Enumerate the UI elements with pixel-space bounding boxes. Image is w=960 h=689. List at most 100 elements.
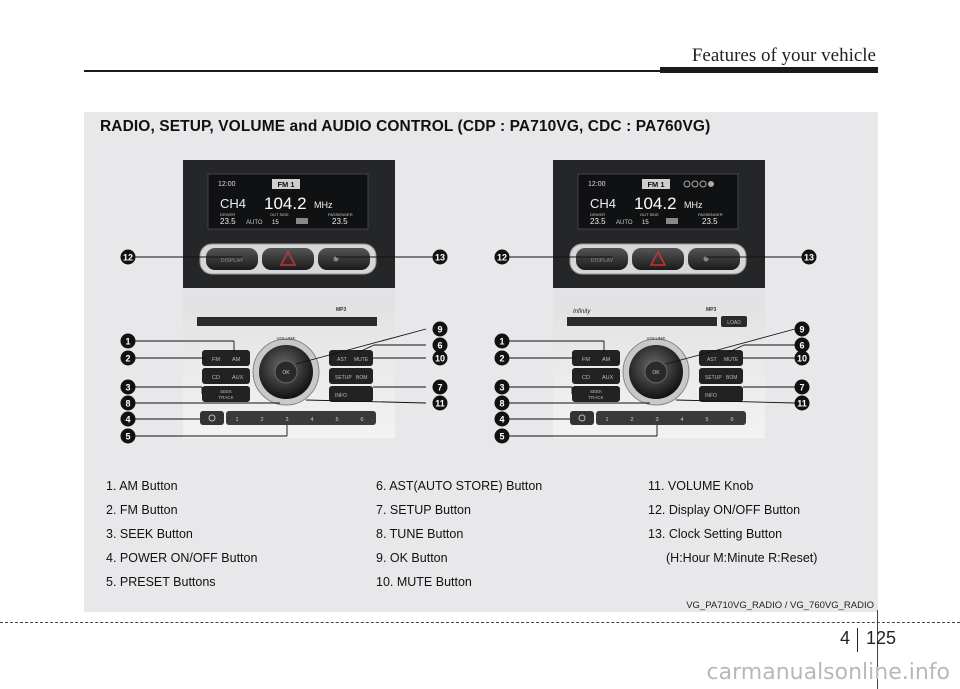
legend-item: 6. AST(AUTO STORE) Button [376,479,543,493]
left-am-label: AM [232,357,241,363]
left-preset-1[interactable]: 1 [235,417,238,423]
left-preset-4[interactable]: 4 [310,417,313,423]
radio-figure: 12:00 FM 1 CH4 104.2 MHz DRIVER 23.5 AUT… [120,160,817,444]
right-signal-icon [666,218,678,224]
right-preset-buttons: 1 2 3 4 5 6 [596,411,746,425]
left-display-label: DISPLAY [221,258,244,264]
callout-11: 11 [435,399,445,409]
right-ok-button[interactable] [644,360,668,384]
left-track-label: TRACK [218,395,233,400]
legend-item: 3. SEEK Button [106,527,193,541]
right-preset-1[interactable]: 1 [605,417,608,423]
callout-9: 9 [437,325,442,335]
header-rule-thick [660,67,878,73]
right-driver-label: DRIVER [590,212,605,217]
right-brand-logo: Infinity [573,309,591,315]
right-hazard-button[interactable] [632,248,684,270]
legend-item: 13. Clock Setting Button [648,527,783,541]
right-preset-4[interactable]: 4 [680,417,683,423]
callout-7: 7 [799,383,804,393]
figure-caption: VG_PA710VG_RADIO / VG_760VG_RADIO [686,600,874,611]
left-freq-unit: MHz [314,200,333,210]
right-frequency: 104.2 [634,194,677,213]
right-load-button[interactable] [721,316,747,327]
callout-12: 12 [497,253,507,263]
left-ok-button[interactable] [274,360,298,384]
callout-1: 1 [125,337,130,347]
right-driver-temp: 23.5 [590,217,606,226]
legend-item: 12. Display ON/OFF Button [648,503,801,517]
right-ast-mute-button[interactable] [699,350,743,366]
callout-2: 2 [499,354,504,364]
right-preset-6[interactable]: 6 [730,417,733,423]
right-cd-aux-button[interactable] [572,368,620,384]
legend-item: 11. VOLUME Knob [648,479,754,493]
legend-item-note: (H:Hour M:Minute R:Reset) [666,551,818,565]
callout-5: 5 [125,432,130,442]
right-info-label: INFO [705,393,717,399]
left-preset-buttons: 1 2 3 4 5 6 [226,411,376,425]
left-setup-label: SETUP [335,375,352,381]
callout-12: 12 [123,253,133,263]
right-track-label: TRACK [588,395,603,400]
callout-5: 5 [499,432,504,442]
callout-3: 3 [125,383,130,393]
right-band: FM 1 [647,180,664,189]
right-preset-3[interactable]: 3 [655,417,658,423]
left-channel: CH4 [220,196,246,211]
left-auto: AUTO [246,220,263,226]
right-outside-label: OUT SIDE [640,212,659,217]
right-callouts: 12 1 2 3 8 4 5 13 9 6 10 7 11 [494,249,817,444]
callout-4: 4 [499,415,504,425]
left-setup-bom-button[interactable] [329,368,373,384]
right-mute-label: MUTE [724,357,739,363]
right-preset-2[interactable]: 2 [630,417,633,423]
right-seek-button[interactable] [572,386,620,402]
legend-item: 1. AM Button [106,479,178,493]
left-cd-aux-button[interactable] [202,368,250,384]
callout-3: 3 [499,383,504,393]
left-preset-6[interactable]: 6 [360,417,363,423]
hazard-icon [279,250,297,266]
left-fm-am-button[interactable] [202,350,250,366]
left-volume-label: VOLUME [276,336,295,341]
left-mute-label: MUTE [354,357,369,363]
right-clock-button[interactable] [688,248,740,270]
legend-column-3: 11. VOLUME Knob 12. Display ON/OFF Butto… [648,478,817,574]
left-seek-button[interactable] [202,386,250,402]
right-preset-5[interactable]: 5 [705,417,708,423]
left-hazard-button[interactable] [262,248,314,270]
right-info-setup-button[interactable] [699,386,743,402]
right-setup-bom-button[interactable] [699,368,743,384]
callout-6: 6 [799,341,804,351]
left-frequency: 104.2 [264,194,307,213]
right-seek-label: SEEK [590,389,602,394]
left-display-button[interactable] [206,248,258,270]
left-preset-3[interactable]: 3 [285,417,288,423]
right-freq-unit: MHz [684,200,703,210]
footer-vertical-rule [877,610,878,689]
left-fm-label: FM [212,357,220,363]
left-clock: 12:00 [218,181,236,188]
right-display-button[interactable] [576,248,628,270]
callout-1: 1 [499,337,504,347]
left-ok-label: OK [282,370,290,376]
right-am-label: AM [602,357,611,363]
left-ast-mute-button[interactable] [329,350,373,366]
callout-6: 6 [437,341,442,351]
left-info-setup-button[interactable] [329,386,373,402]
left-outside-temp: 15 [272,220,279,226]
right-power-button[interactable] [570,411,594,425]
left-power-button[interactable] [200,411,224,425]
right-radio-unit: 12:00 FM 1 CH4 104.2 MHz DRIVER 23.5 AUT… [553,160,765,438]
right-fm-am-button[interactable] [572,350,620,366]
left-band: FM 1 [277,180,294,189]
right-cd-label: CD [582,375,590,381]
left-preset-5[interactable]: 5 [335,417,338,423]
left-clock-button[interactable] [318,248,370,270]
right-passenger-temp: 23.5 [702,217,718,226]
right-channel: CH4 [590,196,616,211]
left-preset-2[interactable]: 2 [260,417,263,423]
legend-item: 7. SETUP Button [376,503,471,517]
legend-item: 2. FM Button [106,503,178,517]
